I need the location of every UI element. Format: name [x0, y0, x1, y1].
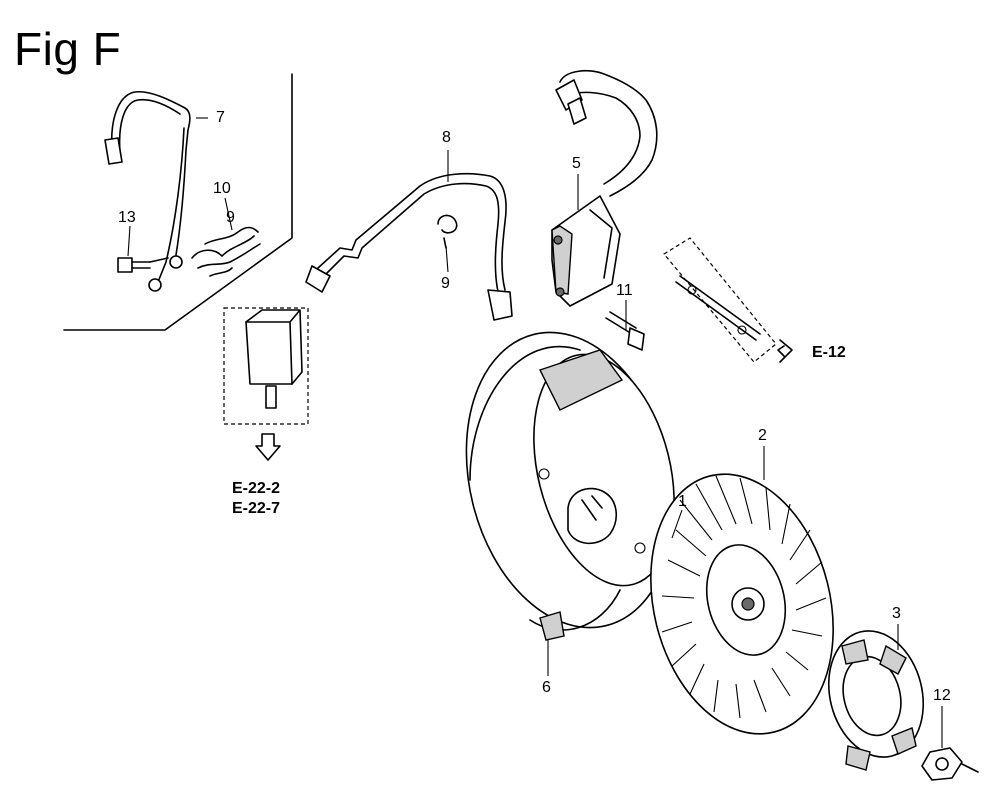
reference-e22-7[interactable]: E-22-7: [232, 500, 281, 517]
callout-6: 6: [542, 679, 551, 696]
bolt-part-11: [605, 311, 645, 351]
flywheel-nut-part-12: [921, 747, 979, 781]
callout-2: 2: [758, 427, 767, 444]
leader-lines: [127, 117, 943, 748]
callout-3: 3: [892, 605, 901, 622]
reference-e12[interactable]: E-12: [812, 344, 846, 361]
callout-7: 7: [216, 109, 225, 126]
ignition-coil-part-5: [551, 69, 658, 307]
starter-pulley-part-3: [827, 630, 925, 771]
e12-reference-box: [663, 237, 793, 363]
inset-border: [63, 73, 293, 331]
callout-5: 5: [572, 155, 581, 172]
flywheel-fan-part-2: [650, 473, 834, 735]
flywheel-housing-part-6: [465, 331, 675, 641]
callout-12: 12: [933, 687, 951, 704]
callout-8: 8: [442, 129, 451, 146]
wire-harness-part-7: [104, 90, 191, 292]
figure-title: Fig F: [14, 23, 122, 75]
e22-reference-box: [223, 307, 309, 461]
high-tension-wire-part-8: [305, 172, 513, 321]
wire-clip-part-9: [437, 214, 458, 249]
callout-11: 11: [616, 282, 633, 299]
reference-e22-2[interactable]: E-22-2: [232, 480, 281, 497]
callout-13: 13: [118, 209, 136, 226]
callout-9: 9: [441, 275, 450, 292]
wire-clip-part-10: [191, 226, 261, 277]
bolt-part-13: [117, 257, 151, 273]
callout-9-inset: 9: [226, 209, 235, 226]
callout-10: 10: [213, 180, 231, 197]
callout-1: 1: [678, 493, 687, 510]
